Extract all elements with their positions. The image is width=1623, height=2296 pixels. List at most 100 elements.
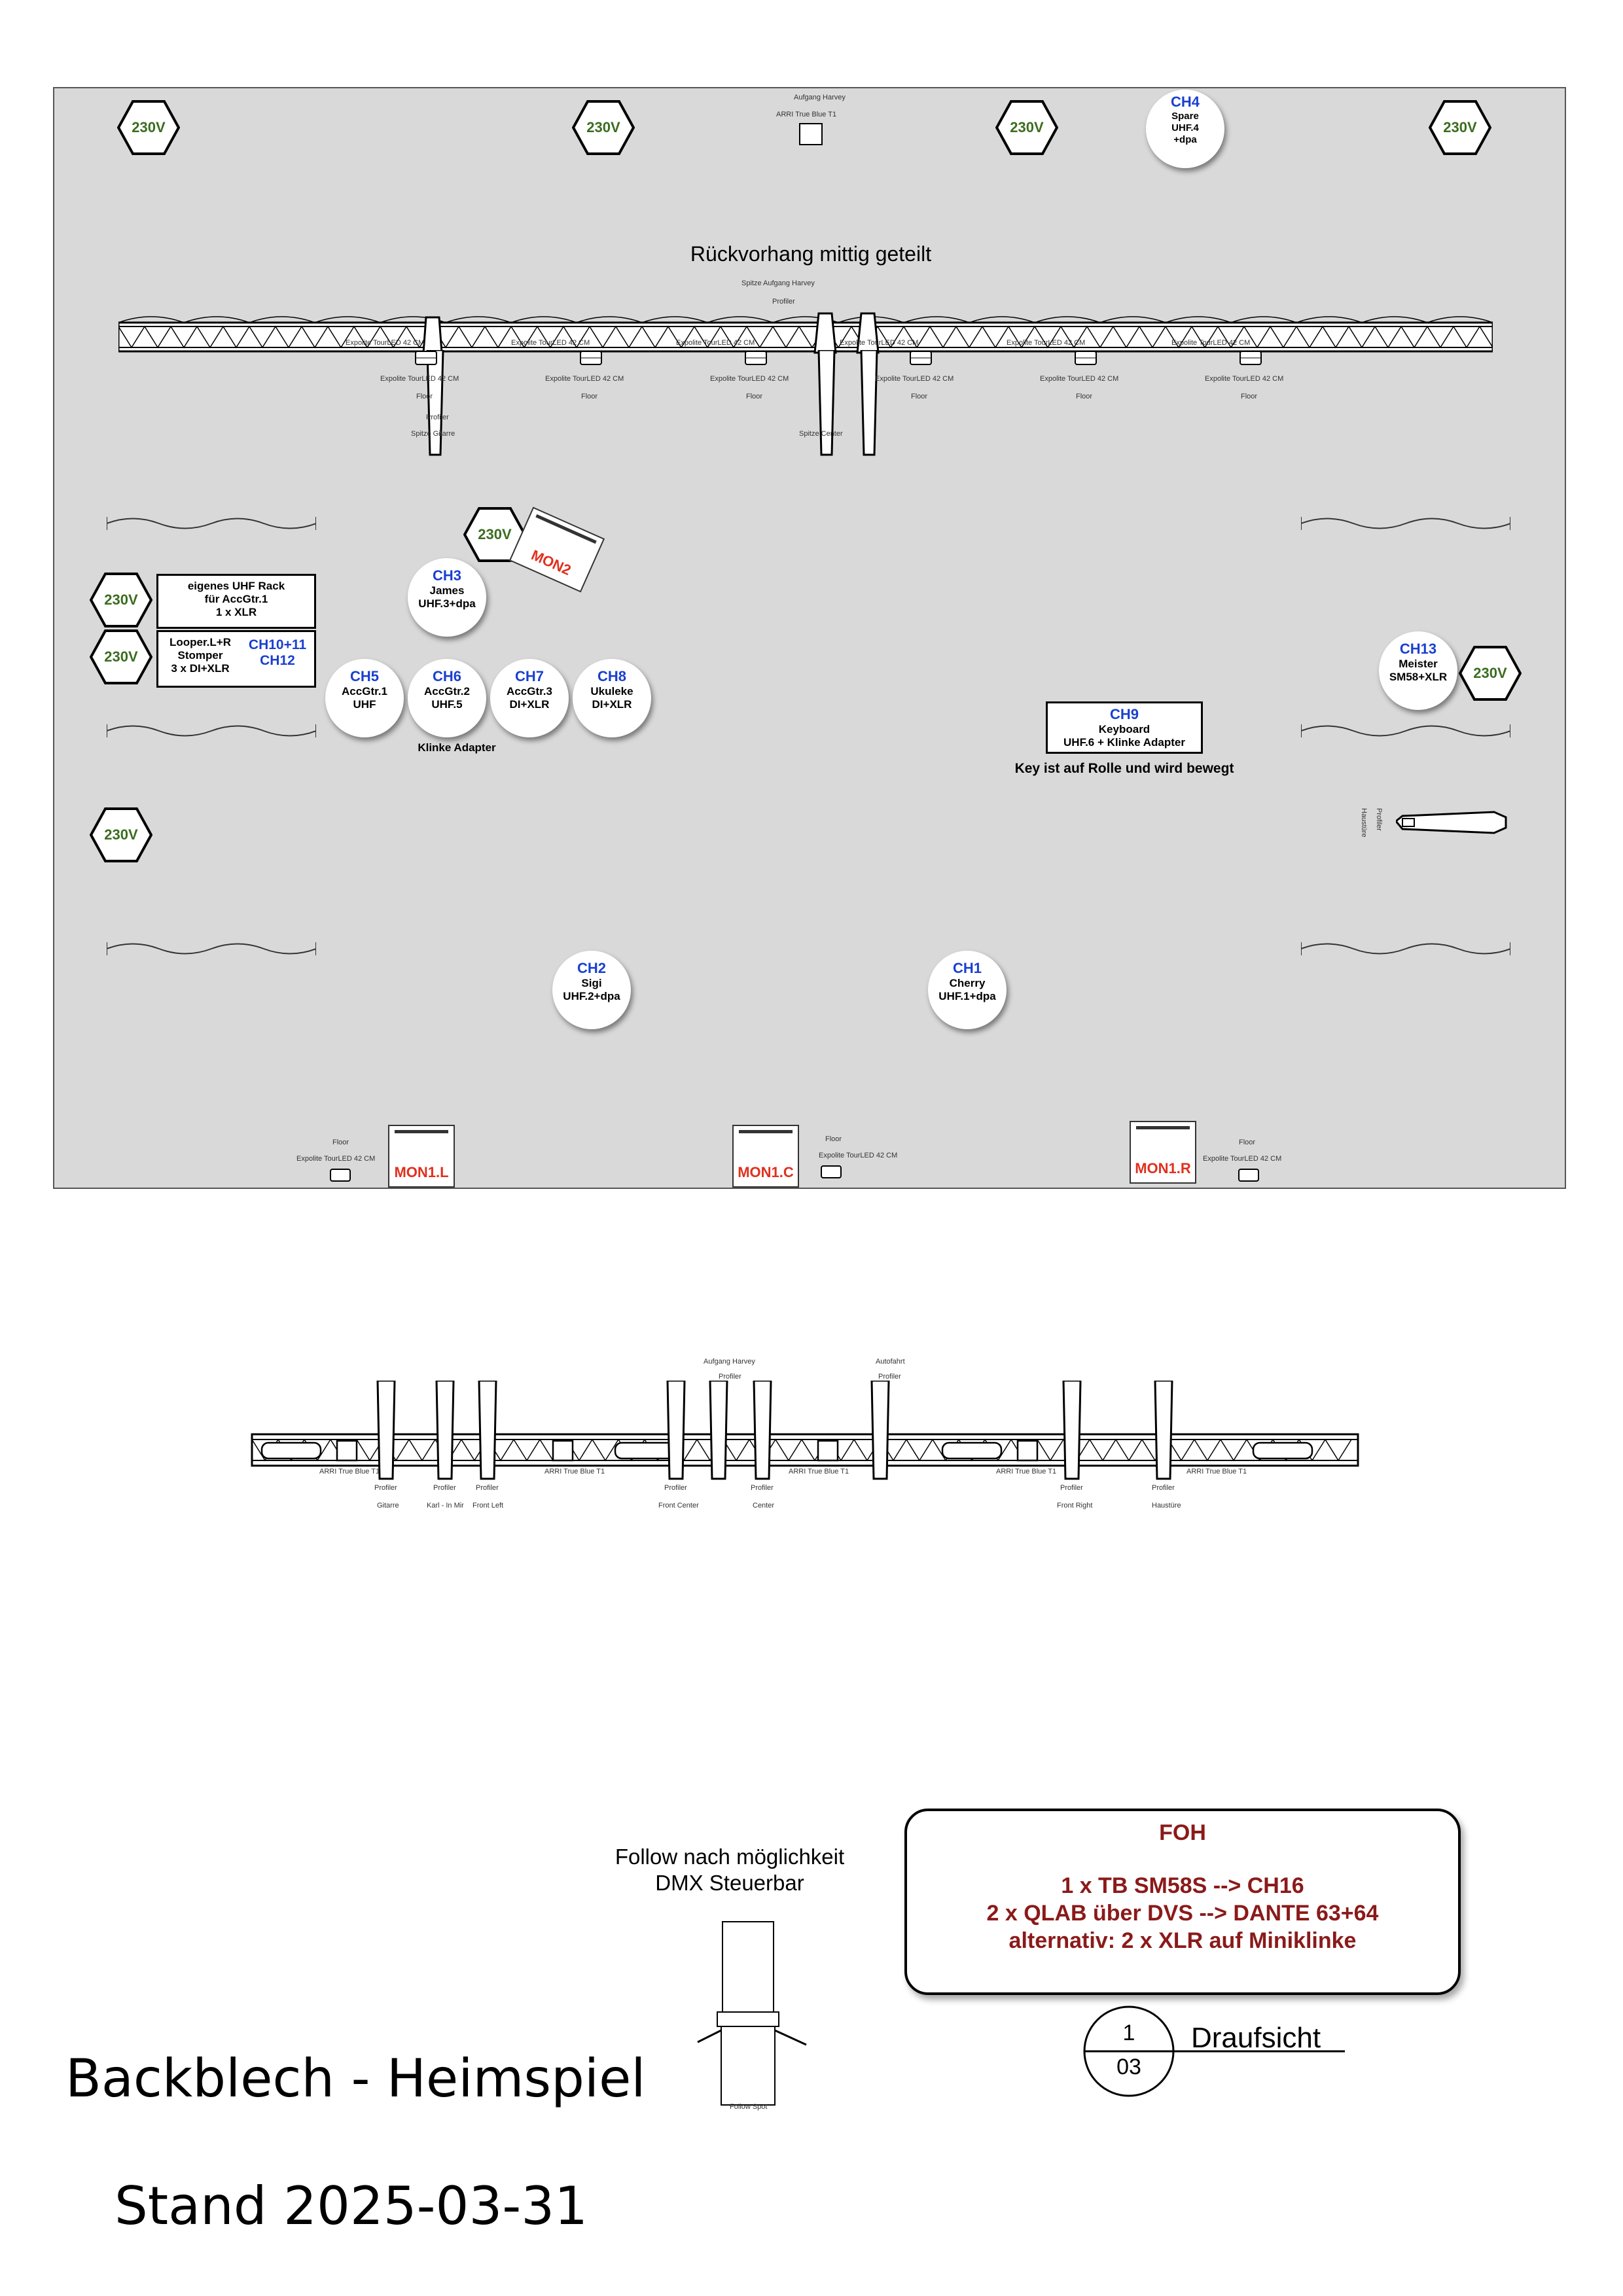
position-label: Front Center <box>658 1502 699 1510</box>
channel-number: CH4 <box>1170 94 1200 110</box>
floor-led-unit: Expolite TourLED 42 CM Floor <box>1205 350 1296 415</box>
curtain-line <box>1301 517 1510 530</box>
led-label: Expolite TourLED 42 CM <box>840 339 919 347</box>
channel-desc: Meister SM58+XLR <box>1389 658 1448 683</box>
floor-led-icon <box>1238 1169 1259 1182</box>
monitor-bar <box>739 1130 793 1133</box>
arri-label: ARRI True Blue T1 <box>544 1468 605 1475</box>
floor-label: Floor <box>1239 1139 1256 1146</box>
front-top-label: Aufgang Harvey <box>704 1358 755 1366</box>
foh-line: 2 x QLAB über DVS --> DANTE 63+64 <box>986 1901 1379 1926</box>
front-top-label: Autofahrt <box>876 1358 905 1366</box>
profiler-fixture-icon <box>422 349 448 461</box>
led-label: Expolite TourLED 42 CM <box>1040 375 1119 383</box>
channel-number: CH3 <box>432 567 461 584</box>
monitor-label: MON2 <box>529 546 574 578</box>
looper-box: Looper.L+R Stomper 3 x DI+XLR CH10+11 CH… <box>156 630 316 688</box>
arri-label: ARRI True Blue T1 <box>996 1468 1057 1475</box>
led-label: Expolite TourLED 42 CM <box>296 1155 376 1163</box>
floor-label: Floor <box>416 393 433 400</box>
stage-plan: 230V 230V 230V 230V 230V 230V 230V 230V … <box>53 87 1566 1189</box>
channel-number: CH2 <box>577 960 606 976</box>
side-profiler-label: Profiler <box>1375 808 1383 831</box>
led-label: Expolite TourLED 42 CM <box>511 339 590 347</box>
power-outlet-icon: 230V <box>1428 100 1492 155</box>
channel-desc: Sigi UHF.2+dpa <box>563 977 620 1002</box>
channel-ch2: CH2 Sigi UHF.2+dpa <box>552 951 631 1029</box>
arri-label: ARRI True Blue T1 <box>319 1468 380 1475</box>
led-label: Expolite TourLED 42 CM <box>1007 339 1086 347</box>
looper-text: Looper.L+R Stomper 3 x DI+XLR <box>169 636 231 675</box>
channel-number: CH9 <box>1109 706 1139 722</box>
led-label: Expolite TourLED 42 CM <box>819 1152 898 1159</box>
channel-number: CH13 <box>1399 641 1437 657</box>
channel-number: CH8 <box>597 668 626 684</box>
channel-ch13: CH13 Meister SM58+XLR <box>1379 631 1457 710</box>
channel-ch3: CH3 James UHF.3+dpa <box>408 558 486 637</box>
front-top-label: Profiler <box>878 1373 901 1381</box>
led-label: Expolite TourLED 42 CM <box>380 375 459 383</box>
foh-box: FOH 1 x TB SM58S --> CH16 2 x QLAB über … <box>904 1809 1461 1995</box>
profiler-label: Profiler <box>1060 1484 1083 1492</box>
position-label: Haustüre <box>1152 1502 1181 1510</box>
monitor-bar <box>395 1130 448 1133</box>
foh-line: alternativ: 2 x XLR auf Miniklinke <box>1008 1928 1357 1953</box>
floor-led-unit: Expolite TourLED 42 CM Floor <box>710 350 802 415</box>
position-label: Gitarre <box>377 1502 399 1510</box>
led-label: Expolite TourLED 42 CM <box>710 375 789 383</box>
sheet-number: 03 <box>1116 2055 1141 2079</box>
fixture-label: Aufgang Harvey <box>794 94 846 101</box>
power-outlet-icon: 230V <box>89 573 153 627</box>
power-outlet-icon: 230V <box>1458 646 1522 701</box>
curtain-line <box>1301 724 1510 737</box>
monitor-mon1c: MON1.C <box>732 1125 799 1188</box>
channel-ch6: CH6 AccGtr.2 UHF.5 <box>408 659 486 737</box>
profiler-label: Profiler <box>433 1484 456 1492</box>
view-title: Draufsicht <box>1191 2022 1321 2054</box>
monitor-label: MON1.L <box>394 1164 449 1180</box>
led-label: Expolite TourLED 42 CM <box>1171 339 1251 347</box>
position-label: Center <box>753 1502 775 1510</box>
arri-label: ARRI True Blue T1 <box>789 1468 849 1475</box>
curtain-title: Rückvorhang mittig geteilt <box>690 242 932 266</box>
keyboard-text: Keyboard UHF.6 + Klinke Adapter <box>1063 723 1185 749</box>
profiler-label: Profiler <box>476 1484 499 1492</box>
power-outlet-icon: 230V <box>995 100 1059 155</box>
curtain-line <box>1301 942 1510 955</box>
profiler-label: Profiler <box>374 1484 397 1492</box>
power-label: 230V <box>478 526 512 542</box>
floor-label: Floor <box>911 393 928 400</box>
power-label: 230V <box>1473 665 1507 681</box>
power-outlet-icon: 230V <box>89 629 153 684</box>
spitze-label: Spitze Gitarre <box>411 430 455 438</box>
profiler-fixture-icon <box>856 349 882 461</box>
channel-ch4: CH4 Spare UHF.4 +dpa <box>1146 90 1224 168</box>
front-top-label: Profiler <box>719 1373 741 1381</box>
channel-ch7: CH7 AccGtr.3 DI+XLR <box>490 659 569 737</box>
truss-top-label: Spitze Aufgang Harvey <box>741 279 815 287</box>
arri-label: ARRI True Blue T1 <box>1186 1468 1247 1475</box>
power-outlet-icon: 230V <box>89 807 153 862</box>
floor-label: Floor <box>581 393 598 400</box>
channel-number: CH7 <box>514 668 544 684</box>
profiler-label: Profiler <box>664 1484 687 1492</box>
led-label: Expolite TourLED 42 CM <box>545 375 624 383</box>
power-label: 230V <box>104 592 138 608</box>
led-label: Expolite TourLED 42 CM <box>1205 375 1284 383</box>
fixture-label: ARRI True Blue T1 <box>776 111 837 118</box>
floor-label: Floor <box>746 393 763 400</box>
channel-desc: AccGtr.2 UHF.5 <box>424 685 470 711</box>
project-title: Backblech - Heimspiel <box>65 2048 646 2109</box>
keyboard-note: Key ist auf Rolle und wird bewegt <box>1014 761 1234 776</box>
led-label: Expolite TourLED 42 CM <box>676 339 755 347</box>
floor-led-icon <box>821 1165 842 1178</box>
power-label: 230V <box>132 119 166 135</box>
led-label: Expolite TourLED 42 CM <box>1203 1155 1282 1163</box>
power-outlet-icon: 230V <box>571 100 635 155</box>
floor-led-unit: Expolite TourLED 42 CM Floor <box>875 350 967 415</box>
klinke-adapter-label: Klinke Adapter <box>418 741 496 754</box>
follow-title: Follow nach möglichkeit DMX Steuerbar <box>615 1845 845 1895</box>
position-label: Front Right <box>1057 1502 1093 1510</box>
channel-desc: AccGtr.3 DI+XLR <box>507 685 552 711</box>
floor-label: Floor <box>1076 393 1093 400</box>
